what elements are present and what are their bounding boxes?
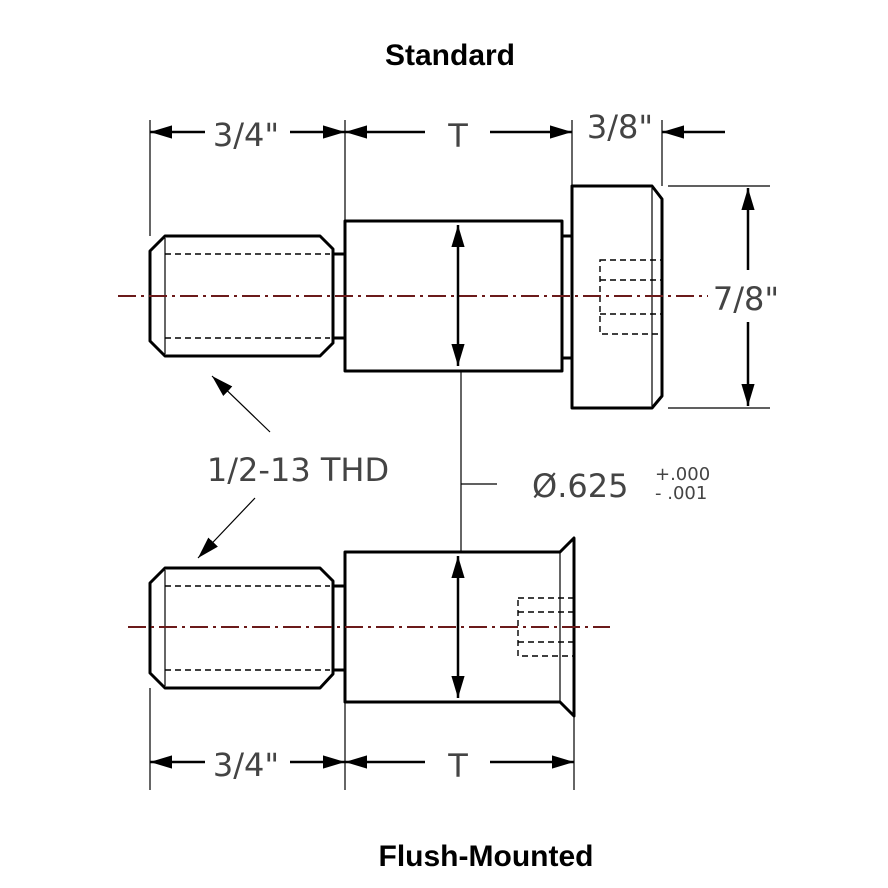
standard-thread [148,234,335,358]
bottom-dimensions: 3/4" T [149,688,575,790]
standard-bolt [118,184,708,410]
flush-bolt [128,536,610,718]
top-dimensions: 3/4" T 3/8" [149,108,725,236]
flush-thread [148,566,335,690]
dim-head-height: 3/8" [587,108,653,146]
shoulder-diameter-callout: Ø.625 +.000 - .001 [460,371,710,552]
head-diameter-dimension: 7/8" [668,185,779,409]
dim-thread-length-bottom: 3/4" [213,746,279,784]
dim-shoulder-length-top: T [447,117,468,155]
thread-spec-label: 1/2-13 THD [207,451,389,489]
thread-callout: 1/2-13 THD [197,375,389,559]
dim-head-diameter: 7/8" [713,280,779,318]
title-standard: Standard [385,39,515,72]
title-flush-mounted: Flush-Mounted [379,840,594,873]
dim-thread-length-top: 3/4" [213,116,279,154]
dim-shoulder-diameter: Ø.625 [532,467,628,505]
dim-shoulder-length-bottom: T [447,747,468,785]
tol-plus: +.000 [655,464,710,485]
tol-minus: - .001 [655,483,707,504]
